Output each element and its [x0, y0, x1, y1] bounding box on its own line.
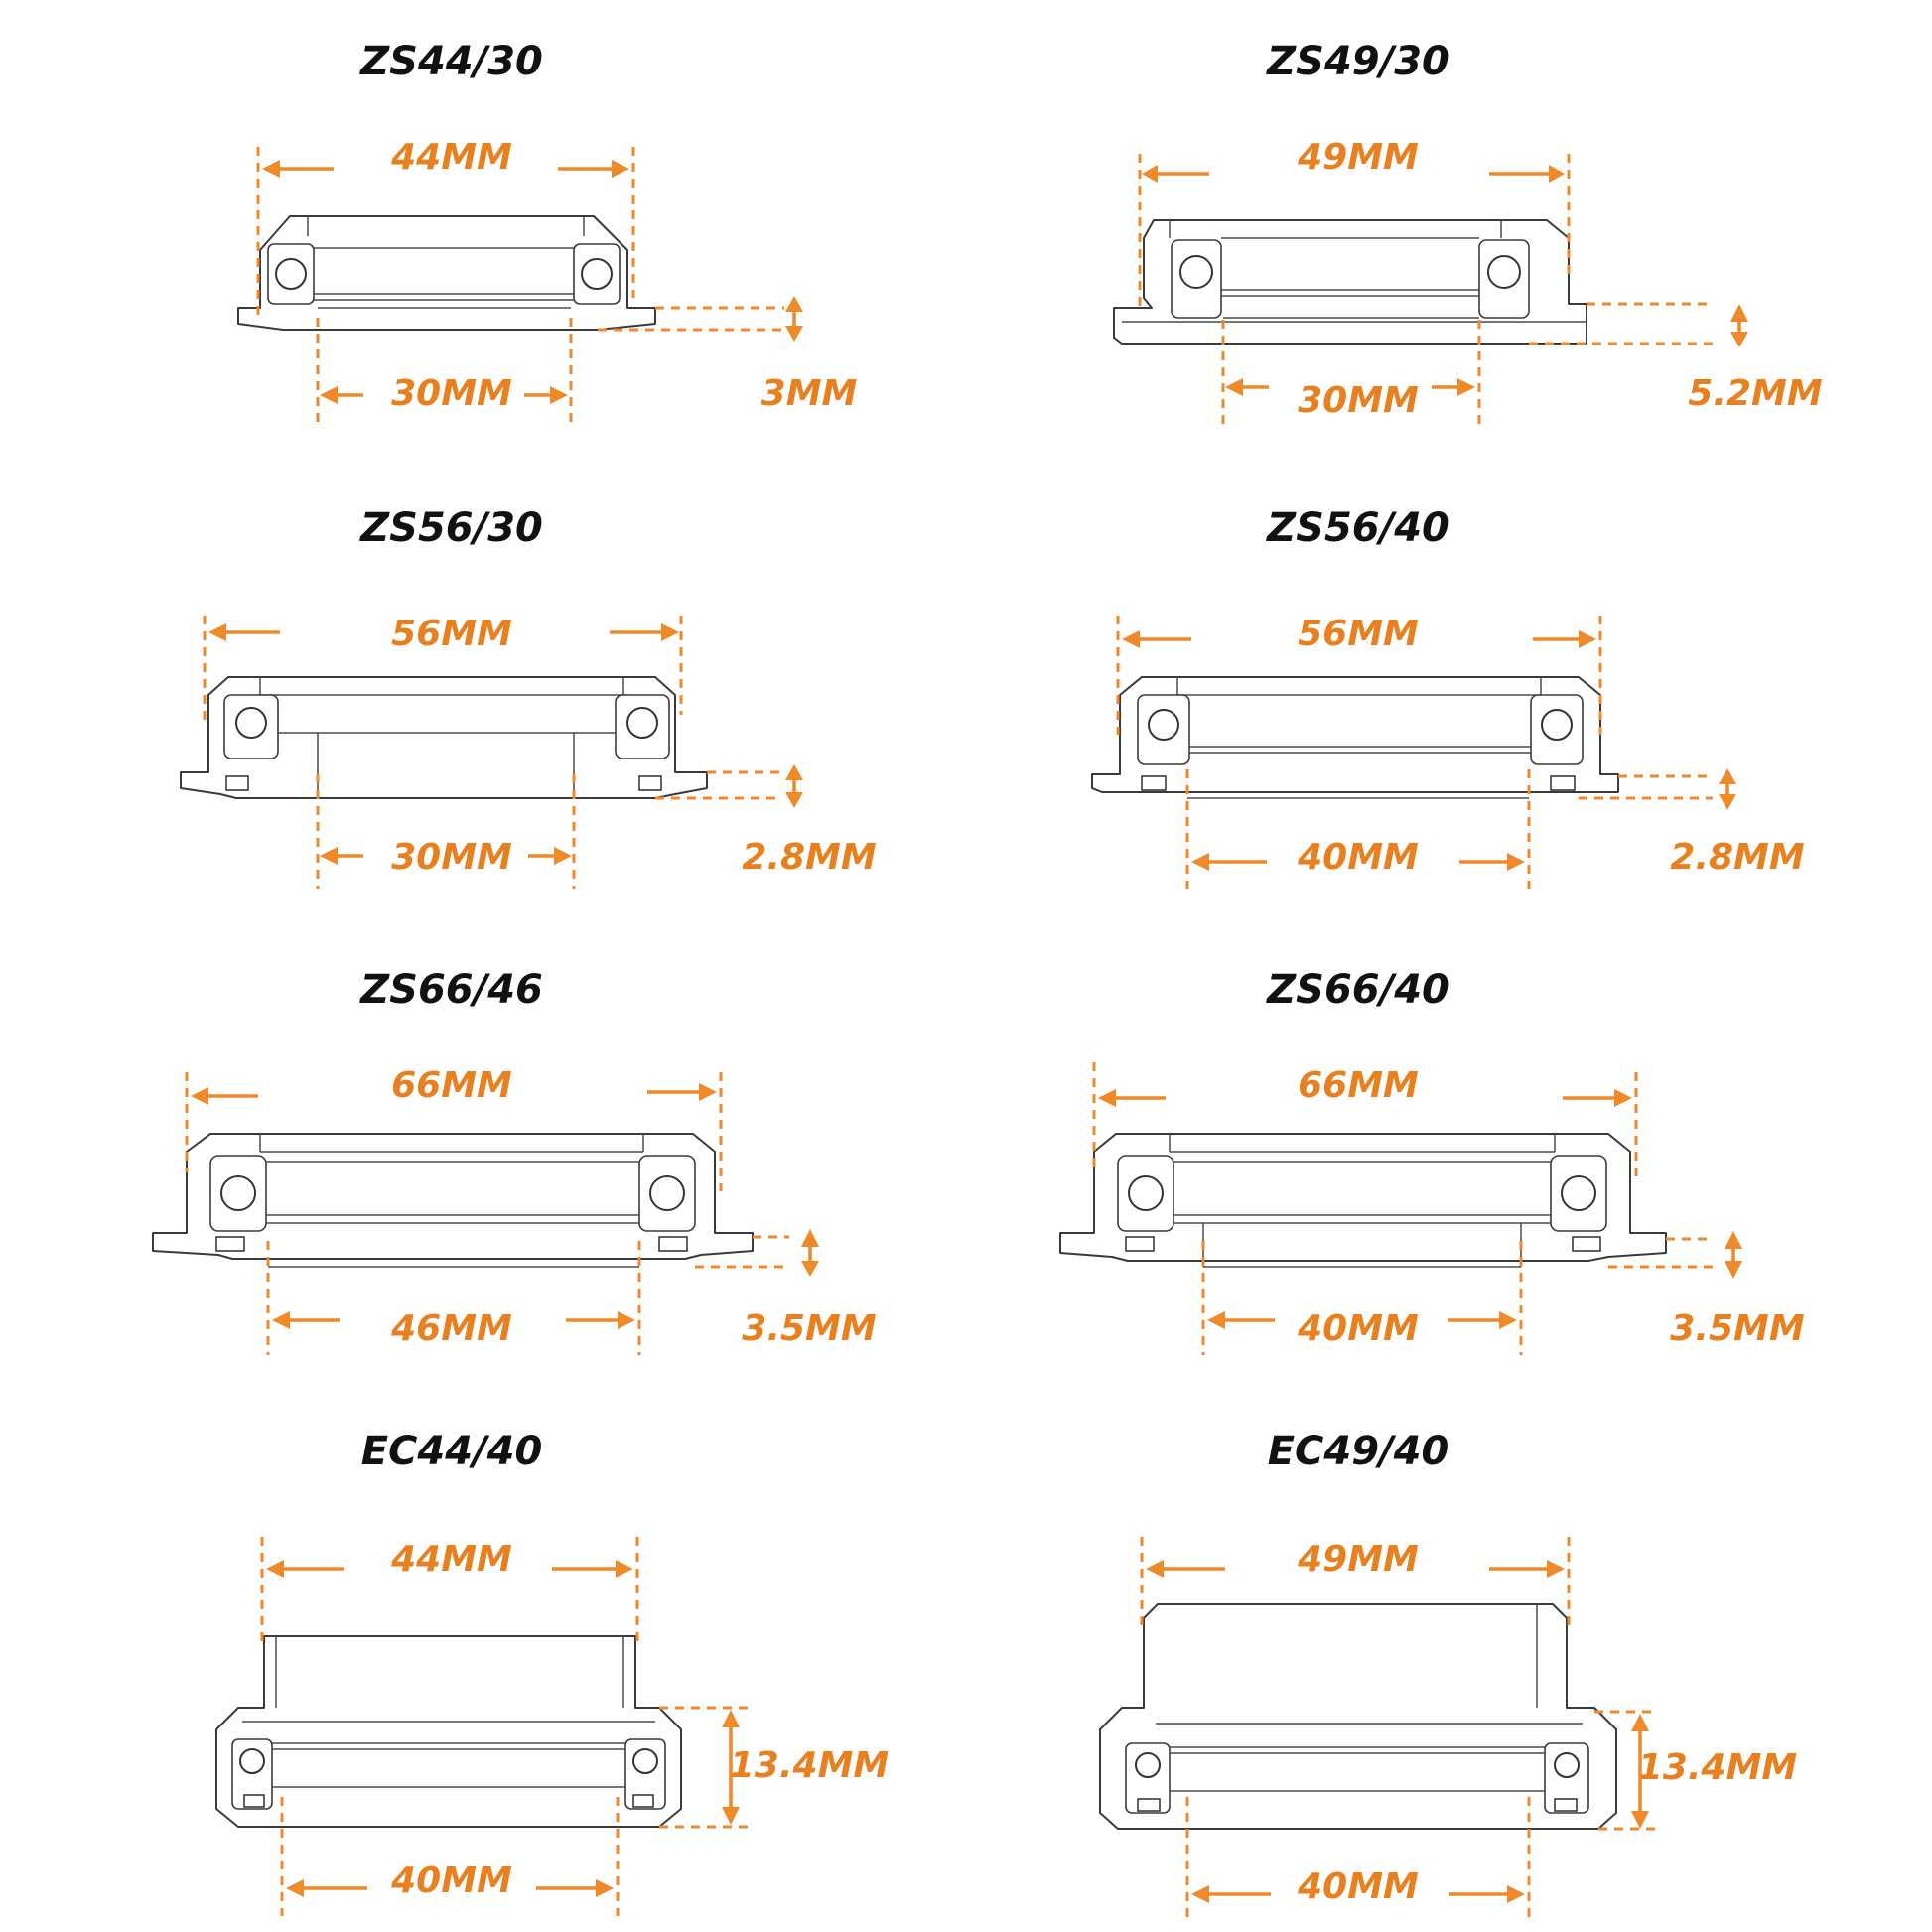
side-dimension-label: 3MM [761, 373, 858, 414]
panel-zs56-40: ZS56/40 56MM 40MM 2.8MM [1091, 505, 1805, 889]
dimension-lines [1092, 1062, 1742, 1355]
panel-title: ZS56/40 [1265, 505, 1449, 551]
top-dimension-label: 56MM [391, 614, 512, 654]
bearing-drawing [1059, 1133, 1667, 1268]
bottom-dimension-label: 40MM [1297, 1309, 1419, 1349]
side-dimension-label: 3.5MM [742, 1309, 877, 1349]
dimension-lines [1140, 1537, 1658, 1921]
bearing-drawing [237, 215, 656, 331]
panel-title: ZS49/30 [1265, 39, 1449, 84]
bearing-drawing [180, 676, 708, 799]
panel-title: ZS66/46 [358, 967, 543, 1013]
side-dimension-label: 13.4MM [730, 1745, 890, 1786]
bottom-dimension-label: 30MM [391, 373, 512, 414]
panel-ec49-40: EC49/40 49MM 40MM 13.4MM [1099, 1429, 1798, 1921]
dimension-lines [185, 1072, 819, 1355]
panel-title: ZS56/30 [358, 505, 543, 551]
bearing-drawing [1091, 676, 1619, 799]
bottom-dimension-label: 30MM [1298, 380, 1419, 421]
bottom-dimension-label: 40MM [1297, 837, 1419, 878]
dimension-lines [203, 616, 803, 889]
bottom-dimension-label: 40MM [1297, 1866, 1419, 1907]
dimension-lines [1116, 616, 1736, 889]
panel-title: ZS66/40 [1265, 967, 1449, 1013]
side-dimension-label: 2.8MM [1670, 837, 1805, 878]
panel-ec44-40: EC44/40 44MM 40MM 13.4MM [215, 1429, 890, 1916]
dimension-lines [256, 147, 803, 427]
top-dimension-label: 66MM [391, 1065, 512, 1106]
panel-zs56-30: ZS56/30 56MM 30MM 2.8MM [180, 505, 877, 889]
side-dimension-label: 3.5MM [1670, 1309, 1805, 1349]
panel-zs44-30: ZS44/30 44MM 30MM 3MM [237, 39, 858, 427]
bottom-dimension-label: 46MM [390, 1309, 512, 1349]
top-dimension-label: 56MM [1298, 614, 1419, 654]
panel-zs66-46: ZS66/46 66MM 46MM 3.5MM [152, 967, 877, 1355]
bearing-drawing [1099, 1603, 1617, 1830]
dimension-lines [1138, 154, 1748, 427]
bottom-dimension-label: 40MM [390, 1861, 512, 1901]
top-dimension-label: 66MM [1298, 1065, 1419, 1106]
bearing-drawing [215, 1635, 682, 1828]
top-dimension-label: 49MM [1297, 1539, 1419, 1580]
panel-title: EC44/40 [361, 1429, 543, 1474]
top-dimension-label: 49MM [1297, 137, 1419, 178]
top-dimension-label: 44MM [390, 137, 512, 178]
top-dimension-label: 44MM [390, 1539, 512, 1580]
panel-zs66-40: ZS66/40 66MM 40MM 3.5MM [1059, 967, 1805, 1355]
side-dimension-label: 13.4MM [1638, 1747, 1798, 1788]
side-dimension-label: 5.2MM [1688, 373, 1823, 414]
side-dimension-label: 2.8MM [742, 837, 877, 878]
panel-title: EC49/40 [1268, 1429, 1449, 1474]
bearing-drawing [1113, 219, 1587, 345]
panel-zs49-30: ZS49/30 49MM 30MM 5.2MM [1113, 39, 1823, 427]
panel-title: ZS44/30 [358, 39, 543, 84]
bottom-dimension-label: 30MM [391, 837, 512, 878]
bearing-drawing [152, 1133, 754, 1268]
dimension-lines [260, 1537, 755, 1916]
